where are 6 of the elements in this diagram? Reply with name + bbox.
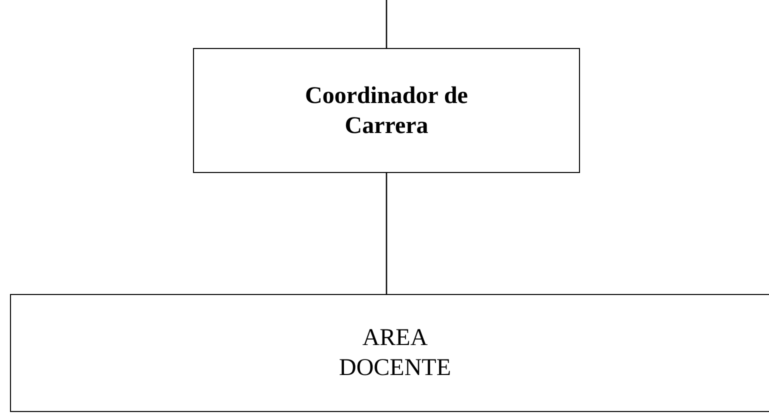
connector-line <box>386 0 388 48</box>
org-box <box>193 48 580 173</box>
box-label: AREA DOCENTE <box>338 324 452 383</box>
box-label: Coordinador de Carrera <box>304 82 469 140</box>
connector-line <box>386 173 388 294</box>
org-box <box>10 294 769 412</box>
